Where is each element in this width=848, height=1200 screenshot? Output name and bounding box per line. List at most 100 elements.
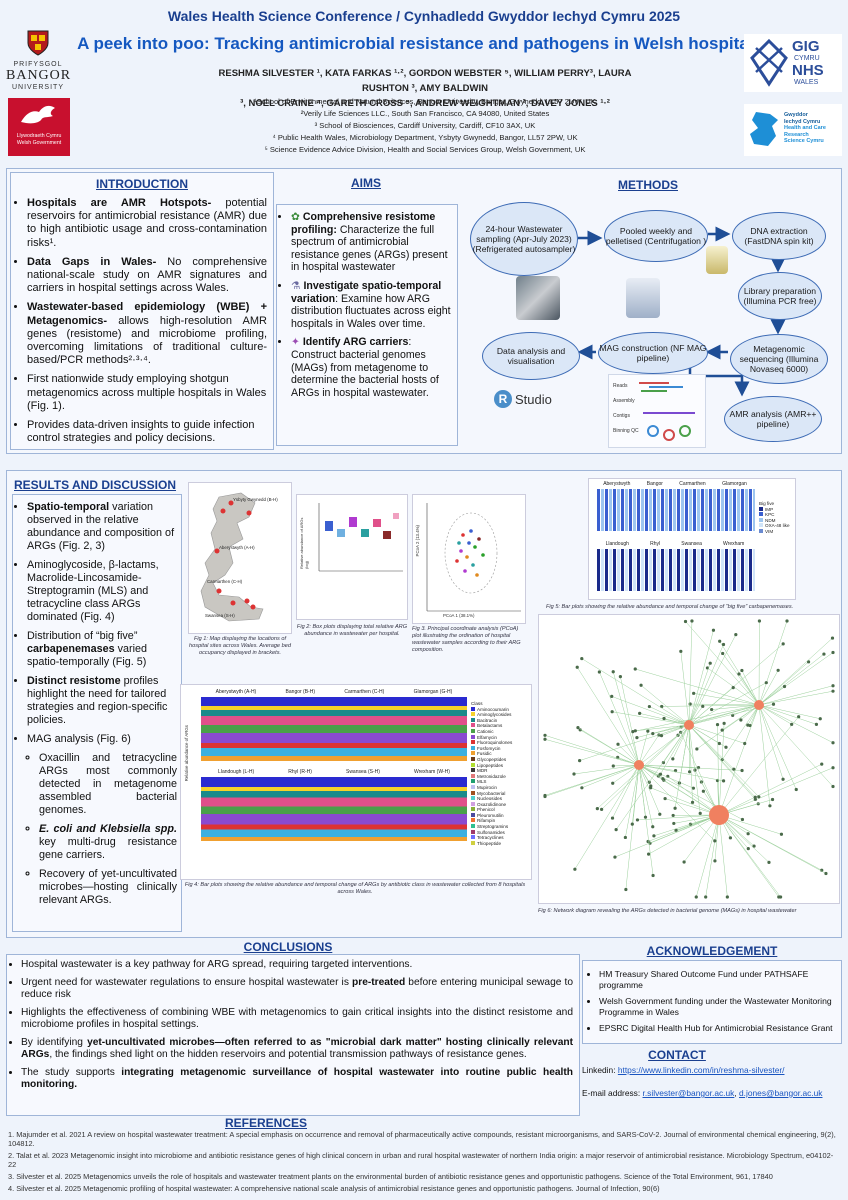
legend-swatch: [471, 723, 475, 728]
list-item: HM Treasury Shared Outcome Fund under PA…: [599, 969, 835, 990]
network-node: [710, 707, 714, 712]
network-edge: [688, 724, 759, 797]
network-node: [672, 821, 676, 826]
network-edge: [688, 644, 724, 726]
network-node: [770, 797, 775, 802]
fig5-panel-label: Glamorgan: [722, 481, 747, 487]
celtic-knot-icon: [750, 38, 788, 87]
network-svg: [543, 619, 835, 899]
network-node: [652, 834, 656, 838]
legend-swatch: [759, 523, 763, 528]
network-node: [717, 741, 721, 746]
network-edge: [612, 711, 690, 726]
legend-swatch: [471, 818, 475, 823]
network-node: [624, 887, 628, 892]
network-edge: [612, 764, 640, 819]
network-node: [573, 867, 577, 871]
network-edge: [638, 731, 649, 766]
bacteria-icon: ✦: [291, 336, 303, 349]
fig4-legend-item: Mupirocin: [471, 784, 529, 791]
results-list: Spatio-temporal variation observed in th…: [13, 501, 181, 907]
legend-label: Aminoglycosides: [477, 712, 512, 718]
fig5-panel-label: Llandough: [605, 541, 629, 547]
network-edge: [601, 724, 690, 810]
network-edge: [681, 704, 760, 728]
email-link[interactable]: r.silvester@bangor.ac.uk: [642, 1088, 735, 1098]
acknowledgement-title: ACKNOWLEDGEMENT: [646, 944, 778, 958]
network-edge: [722, 704, 760, 760]
network-node: [661, 777, 665, 781]
list-item: Spatio-temporal variation observed in th…: [27, 501, 177, 553]
network-edge: [758, 685, 834, 706]
network-node: [673, 769, 678, 773]
legend-swatch: [471, 840, 475, 845]
sequencing-node: Metagenomic sequencing (Illumina Novaseq…: [730, 334, 828, 384]
legend-swatch: [471, 790, 475, 795]
network-edge: [688, 724, 745, 744]
network-node: [731, 686, 735, 690]
list-item: MAG analysis (Fig. 6) Oxacillin and tetr…: [27, 733, 177, 907]
network-node: [830, 636, 835, 640]
legend-label: IMP: [765, 506, 774, 512]
pipeline-label: Reads: [613, 383, 628, 389]
network-edge: [688, 724, 693, 803]
email-link[interactable]: d.jones@bangor.ac.uk: [739, 1088, 823, 1098]
network-node: [692, 691, 696, 695]
network-edge: [690, 703, 760, 706]
network-edge: [653, 814, 720, 837]
network-node: [674, 828, 678, 832]
network-node: [806, 660, 811, 664]
network-edge: [612, 764, 640, 784]
fig4-panel-label: Llandough (L-H): [218, 769, 255, 775]
wales-map-icon: [750, 112, 778, 146]
network-edge: [581, 658, 690, 726]
network-node: [814, 722, 819, 726]
legend-swatch: [471, 779, 475, 784]
legend-swatch: [471, 740, 475, 745]
network-node: [776, 668, 780, 672]
network-node: [649, 784, 653, 788]
reference-item: 3. Silvester et al. 2025 Metagenomics un…: [8, 1172, 773, 1181]
pipeline-label: Binning QC: [613, 428, 639, 434]
conc-text: Highlights the effectiveness of combinin…: [21, 1007, 573, 1030]
hsw-line1: Gwyddor: [784, 112, 808, 118]
network-node: [661, 761, 666, 765]
pipeline-graphic: [639, 382, 695, 441]
network-node: [771, 702, 776, 706]
fig1-map: Ysbyty Gwynedd (B-H) Aberystwyth (A-H) C…: [188, 482, 292, 634]
aim-text: Characterize the full spectrum of antimi…: [291, 223, 448, 274]
legend-swatch: [471, 717, 475, 722]
fig4-legend-item: Cationic: [471, 728, 529, 735]
network-node: [691, 786, 695, 790]
network-node: [701, 789, 705, 793]
legend-label: Tetracyclines: [477, 835, 504, 841]
conference-name: Wales Health Science Conference / Cynhad…: [167, 8, 681, 24]
network-node: [635, 818, 640, 822]
network-node: [597, 670, 601, 674]
linkedin-link[interactable]: https://www.linkedin.com/in/reshma-silve…: [617, 1065, 785, 1075]
legend-label: VIM: [765, 528, 774, 534]
network-node: [740, 817, 745, 822]
legend-label: Rifampin: [477, 818, 496, 824]
network-node: [734, 633, 738, 637]
network-node: [543, 733, 547, 737]
network-edge: [680, 651, 690, 726]
network-node: [725, 895, 729, 899]
network-node: [785, 619, 789, 623]
network-edge: [738, 673, 760, 706]
network-node: [651, 732, 655, 736]
fig4-panel-label: Carmarthen (C-H): [344, 689, 385, 695]
network-edge: [741, 670, 760, 706]
aim-text: : Examine how ARG distribution fluctuate…: [291, 292, 451, 330]
fig5-bottom-bars: [597, 549, 755, 591]
network-node: [690, 800, 695, 804]
network-node: [713, 839, 717, 843]
network-edge: [688, 687, 734, 726]
network-node: [578, 759, 582, 763]
network-edge: [660, 724, 690, 775]
bangor-logo-main: BANGOR: [6, 68, 72, 83]
result-text: Aminoglycoside, β-lactams, Macrolide-Lin…: [27, 559, 159, 623]
network-node: [658, 812, 662, 816]
intro-text: potential reservoirs for antimicrobial r…: [27, 197, 267, 249]
network-node: [720, 728, 724, 732]
